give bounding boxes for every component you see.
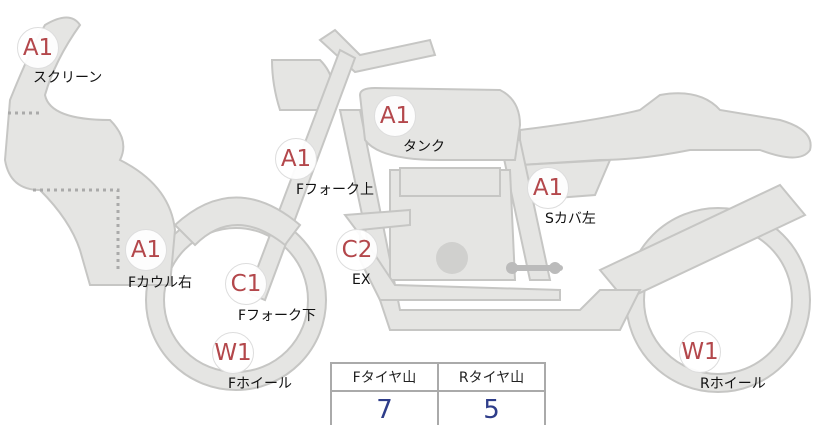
damage-marker[interactable]: A1 [374,95,416,137]
damage-marker[interactable]: W1 [212,332,254,374]
rear-tread-value: 5 [437,390,546,425]
part-label: Fフォーク下 [238,308,317,324]
part-label: EX [352,272,371,288]
part-label: Fフォーク上 [296,182,375,198]
front-tread-header: Fタイヤ山 [330,362,439,392]
part-label: Rホイール [700,376,766,392]
damage-marker[interactable]: A1 [275,138,317,180]
damage-marker[interactable]: W1 [679,331,721,373]
damage-marker[interactable]: A1 [17,27,59,69]
frame [338,109,642,331]
part-label: タンク [403,139,445,155]
rear-tread-header: Rタイヤ山 [437,362,546,392]
damage-marker[interactable]: A1 [527,167,569,209]
fairing [3,16,177,286]
front-tread-value: 7 [330,390,439,425]
damage-marker[interactable]: A1 [125,229,167,271]
part-label: スクリーン [33,70,103,86]
part-label: Sカバ左 [545,211,596,227]
damage-marker[interactable]: C2 [336,229,378,271]
front-fender [173,196,302,247]
exhaust [343,208,561,301]
damage-marker[interactable]: C1 [225,263,267,305]
part-label: Fホイール [228,376,293,392]
part-label: Fカウル右 [128,275,193,291]
seat [519,92,812,167]
